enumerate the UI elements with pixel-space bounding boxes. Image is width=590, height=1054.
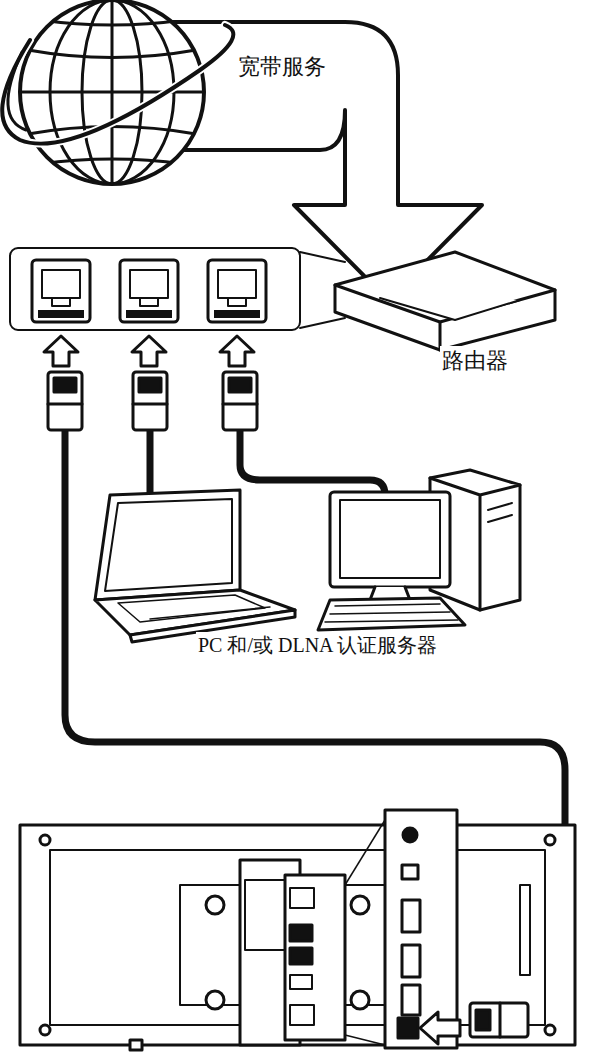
globe-icon — [2, 0, 233, 184]
rj45-plugs — [48, 372, 257, 430]
device-plug — [420, 1003, 528, 1044]
router-icon — [335, 252, 555, 350]
router-label: 路由器 — [440, 346, 510, 376]
laptop-icon — [95, 490, 295, 642]
server-label: PC 和/或 DLNA 认证服务器 — [196, 632, 439, 659]
device-rear-panel — [20, 810, 575, 1050]
plug-arrows — [44, 336, 254, 366]
port-panel — [10, 248, 345, 330]
desktop-pc-icon — [318, 470, 520, 630]
broadband-label: 宽带服务 — [236, 52, 328, 82]
